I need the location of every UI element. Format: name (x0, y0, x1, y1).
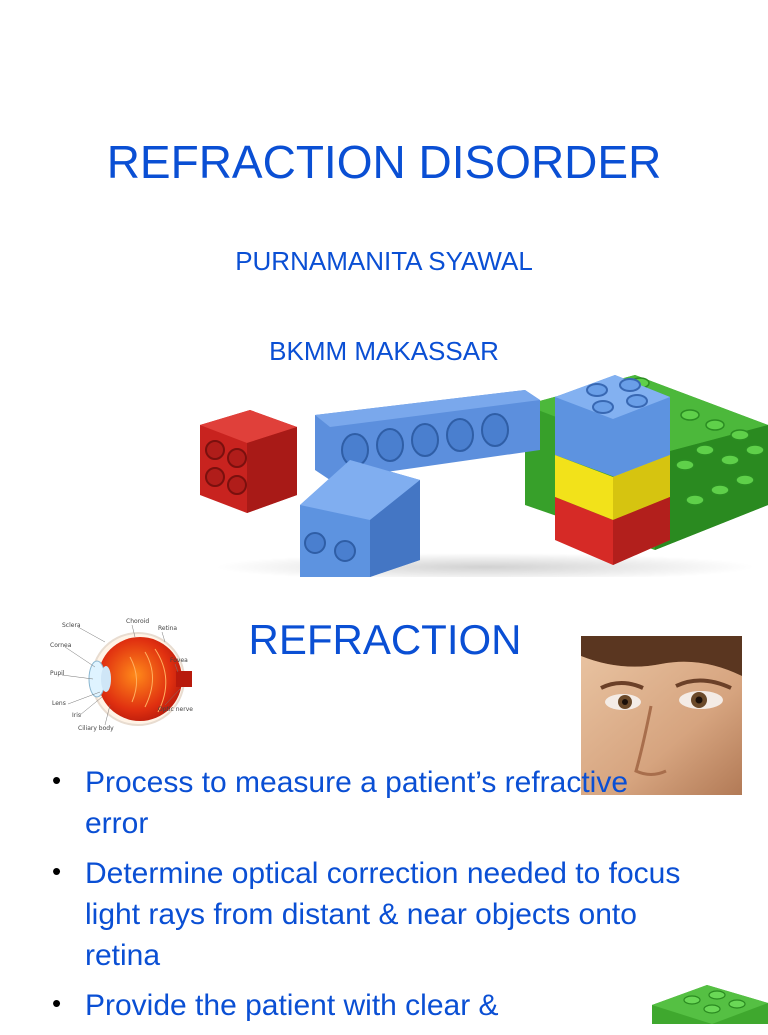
red-brick (200, 410, 297, 513)
author-name: PURNAMANITA SYAWAL (235, 246, 533, 276)
institution-name: BKMM MAKASSAR (269, 336, 499, 366)
eye-label: Sclera (62, 622, 81, 629)
eye-label: Iris (72, 712, 81, 719)
eye-label: Pupil (50, 670, 65, 677)
eye-label: Cornea (50, 642, 72, 649)
blue-square-brick (300, 460, 420, 577)
eye-label: Choroid (126, 618, 149, 625)
blue-long-brick (315, 390, 540, 480)
green-brick-image (652, 985, 768, 1024)
toy-blocks-image (200, 375, 768, 577)
eye-label: Retina (158, 625, 177, 632)
slide-title: REFRACTION (248, 616, 522, 663)
eye-anatomy-diagram: Sclera Choroid Retina Cornea Fovea Pupil… (50, 618, 193, 732)
bullet-item: Determine optical correction needed to f… (0, 851, 685, 976)
face-closeup-photo (581, 636, 742, 795)
eye-label: Fovea (170, 657, 188, 664)
eye-label: Optic nerve (158, 706, 193, 713)
eye-label: Lens (52, 700, 66, 707)
title-slide: REFRACTION DISORDER PURNAMANITA SYAWAL B… (106, 136, 768, 577)
bullet-item: Provide the patient with clear & (0, 983, 685, 1026)
eye-label: Ciliary body (78, 725, 114, 732)
stacked-brick-tower (555, 375, 670, 565)
slide-title: REFRACTION DISORDER (106, 136, 662, 188)
bullet-item: Process to measure a patient’s refractiv… (0, 760, 685, 844)
bullet-list: Process to measure a patient’s refractiv… (0, 760, 768, 1035)
